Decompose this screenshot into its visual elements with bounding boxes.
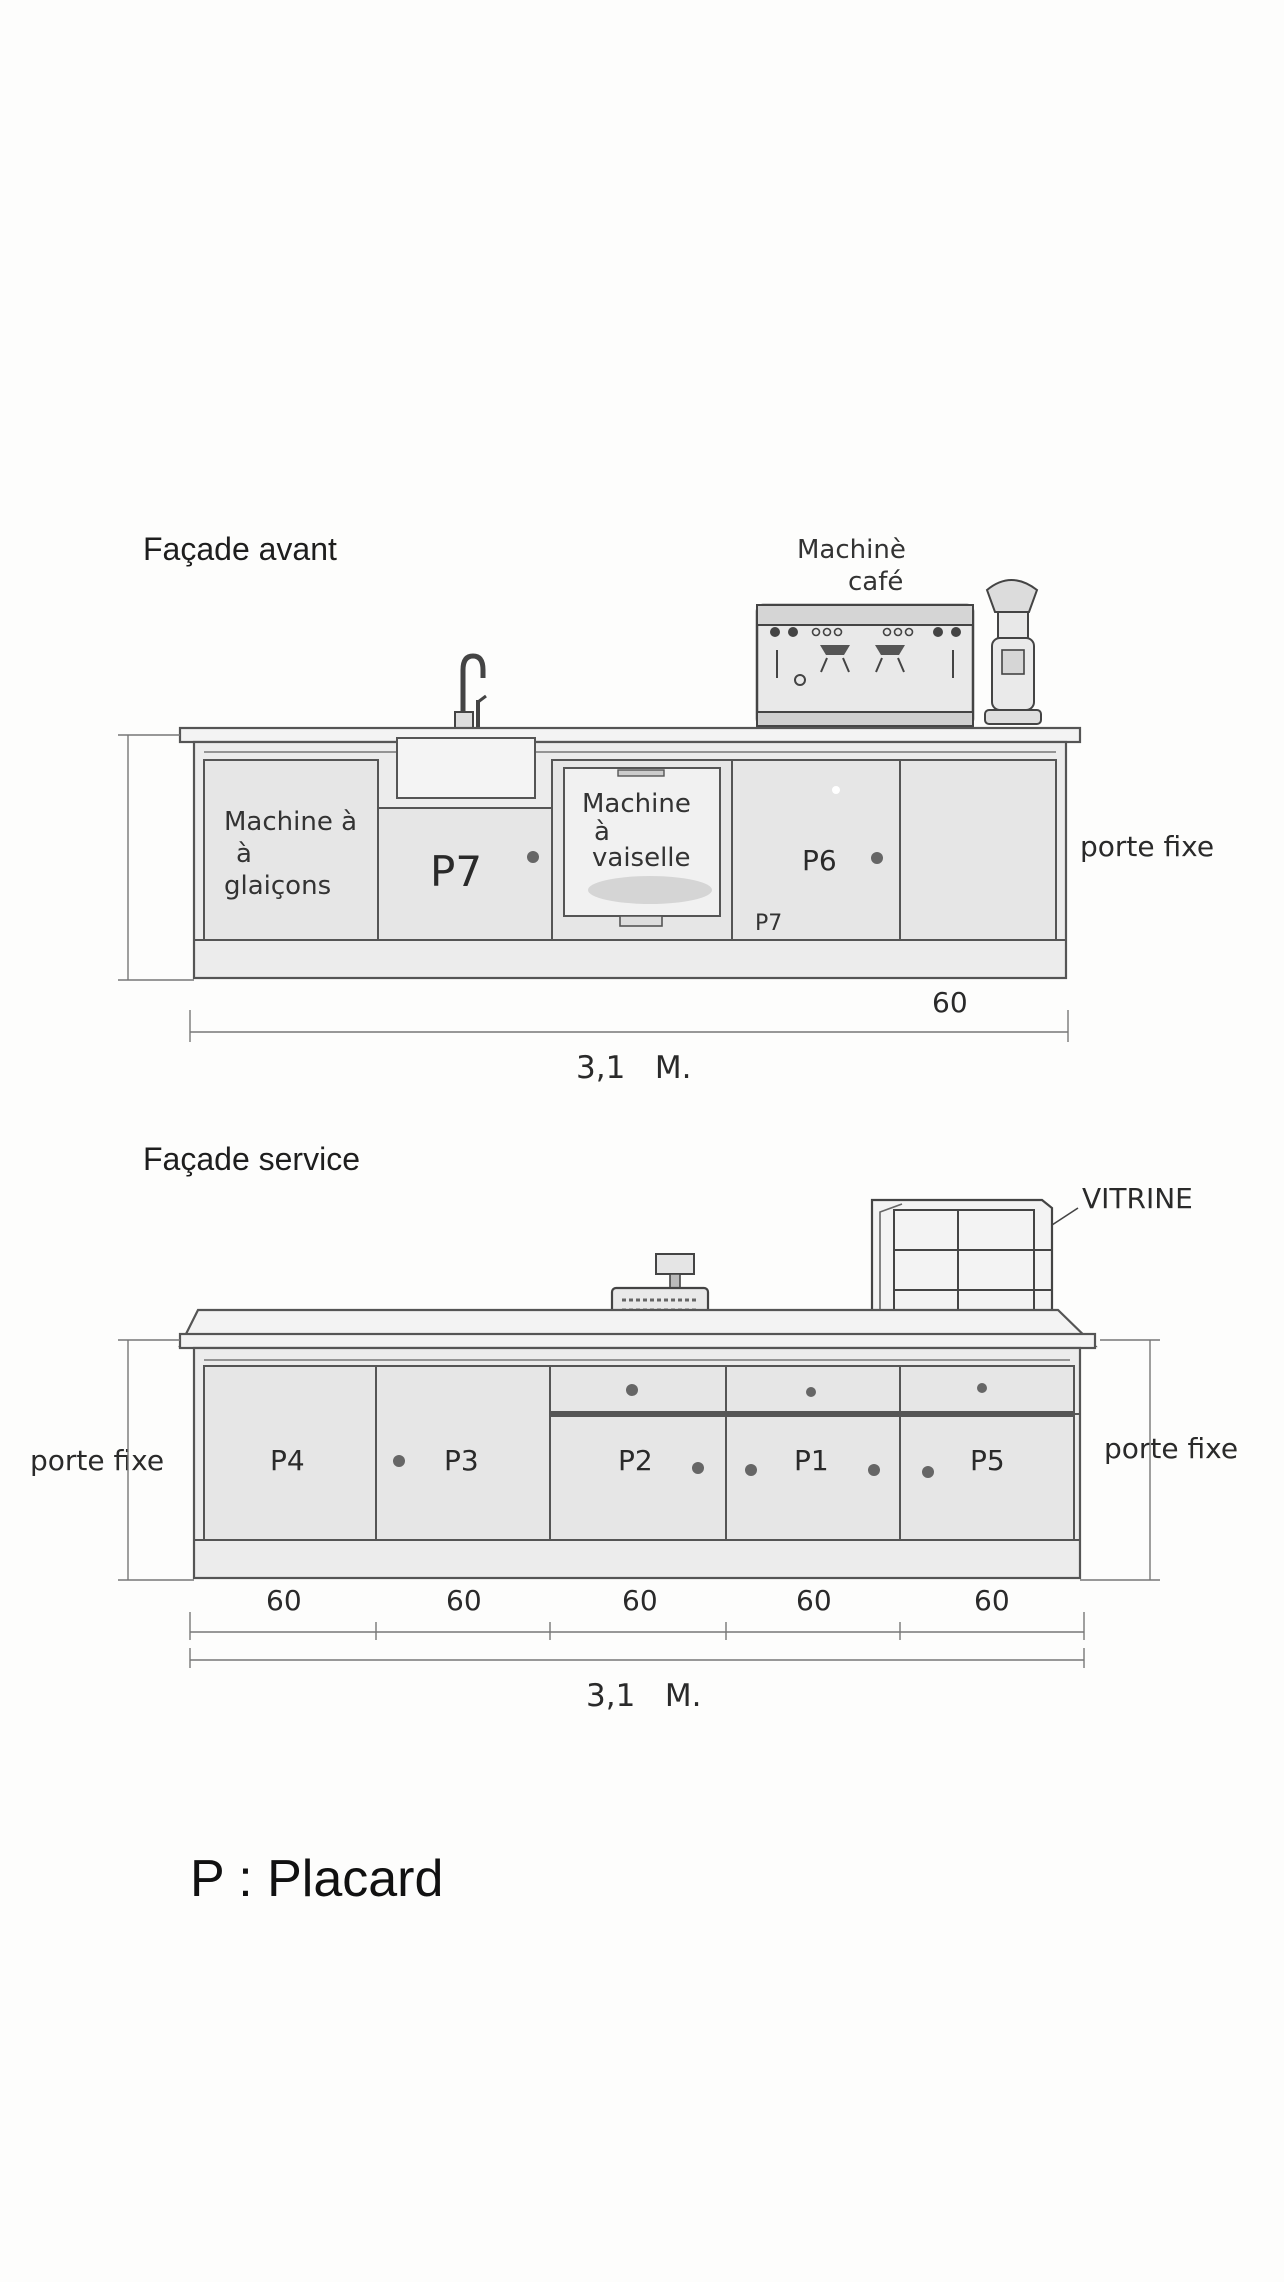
cabinet-p3-knob bbox=[393, 1455, 405, 1467]
cabinet-p5-label: P5 bbox=[970, 1444, 1005, 1477]
display-case-label: VITRINE bbox=[1082, 1182, 1193, 1215]
front-countertop bbox=[178, 726, 1082, 744]
cabinet-p4-label: P4 bbox=[270, 1444, 305, 1477]
cabinet-p1[interactable] bbox=[725, 1415, 901, 1541]
dishwasher-label-line2: à bbox=[594, 817, 610, 847]
front-elevation: Façade avant Machinè café bbox=[118, 531, 1214, 1086]
cabinet-p1-label: P1 bbox=[794, 1444, 829, 1477]
ice-machine-label-line1: Machine à bbox=[224, 807, 357, 837]
coffee-machine-label-line2: café bbox=[848, 567, 903, 597]
service-elevation: Façade service VITRINE bbox=[30, 1141, 1238, 1714]
ice-machine-label-line2: à bbox=[236, 839, 252, 869]
cabinet-p6-label: P6 bbox=[802, 844, 837, 877]
sink bbox=[396, 737, 536, 799]
dishwasher-label-line1: Machine bbox=[582, 789, 691, 819]
width-dim-p1: 60 bbox=[796, 1584, 832, 1617]
service-title: Façade service bbox=[143, 1141, 360, 1177]
cabinet-p2-knob bbox=[692, 1462, 704, 1474]
width-dim-p4: 60 bbox=[266, 1584, 302, 1617]
width-dim-p2: 60 bbox=[622, 1584, 658, 1617]
drawer-p2[interactable] bbox=[549, 1365, 727, 1413]
cabinet-p4[interactable] bbox=[203, 1365, 377, 1541]
width-dim-p3: 60 bbox=[446, 1584, 482, 1617]
legend-text: P : Placard bbox=[190, 1850, 443, 1908]
drawer-p5[interactable] bbox=[899, 1365, 1075, 1413]
cabinet-p7-label: P7 bbox=[430, 847, 482, 896]
cabinet-p5[interactable] bbox=[899, 1415, 1075, 1541]
cabinet-p3-label: P3 bbox=[444, 1444, 479, 1477]
coffee-grinder-icon bbox=[984, 579, 1042, 725]
coffee-machine-label-line1: Machinè bbox=[797, 535, 906, 565]
cabinet-p2-label: P2 bbox=[618, 1444, 653, 1477]
faucet-icon bbox=[454, 653, 487, 731]
fixed-door-front bbox=[899, 759, 1057, 941]
fixed-door-right-label: porte fixe bbox=[1104, 1432, 1238, 1465]
front-total-length: 3,1 M. bbox=[576, 1050, 691, 1086]
cabinet-p7[interactable] bbox=[377, 807, 553, 941]
fixed-door-left-label: porte fixe bbox=[30, 1444, 164, 1477]
cabinet-p6[interactable] bbox=[731, 759, 901, 941]
fixed-door-label: porte fixe bbox=[1080, 830, 1214, 863]
front-dim-60: 60 bbox=[932, 986, 968, 1019]
dishwasher-label-line3: vaiselle bbox=[592, 843, 691, 873]
ice-machine bbox=[203, 759, 379, 941]
ice-machine-label-line3: glaiçons bbox=[224, 871, 331, 901]
cabinet-p7-knob bbox=[527, 851, 539, 863]
service-total-length: 3,1 M. bbox=[586, 1678, 701, 1714]
cabinet-p7-small-label: P7 bbox=[755, 911, 782, 936]
cabinet-p6-knob bbox=[871, 852, 883, 864]
front-title: Façade avant bbox=[143, 531, 337, 567]
cabinet-p3[interactable] bbox=[375, 1365, 551, 1541]
width-dim-p5: 60 bbox=[974, 1584, 1010, 1617]
cabinet-p2[interactable] bbox=[549, 1415, 727, 1541]
espresso-machine-icon bbox=[755, 603, 975, 727]
